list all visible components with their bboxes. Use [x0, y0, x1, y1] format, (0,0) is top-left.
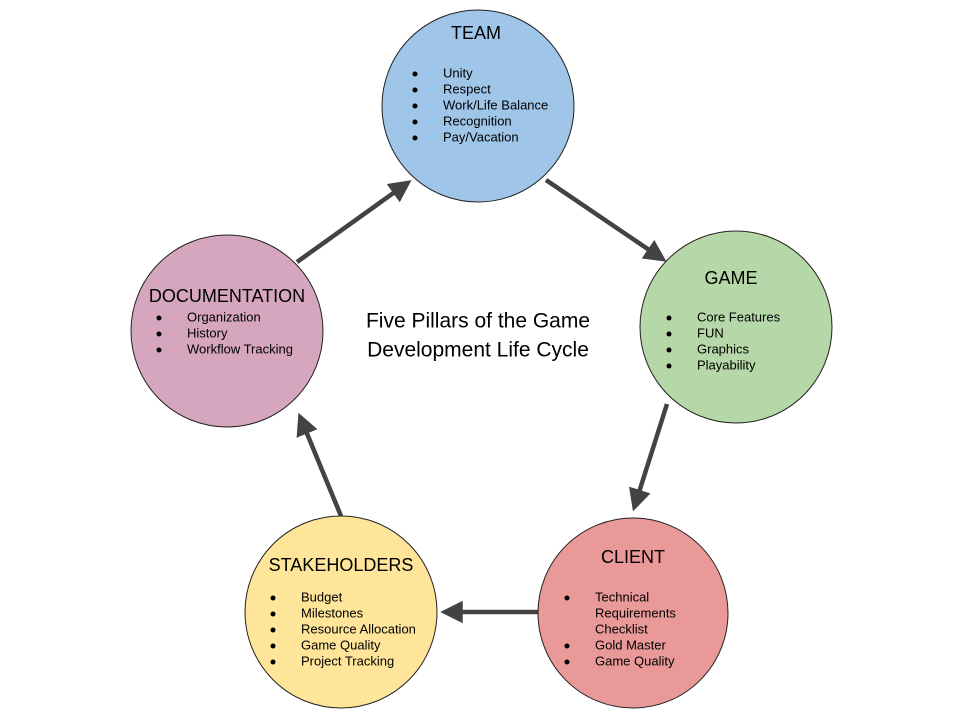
list-item: Budget: [301, 589, 343, 604]
bullet: [412, 71, 418, 77]
documentation-list: Organization History Workflow Tracking: [156, 309, 293, 356]
stakeholders-list: Budget Milestones Resource Allocation Ga…: [270, 589, 416, 668]
team-title: TEAM: [451, 23, 501, 43]
list-item: Technical: [595, 589, 649, 604]
bullet: [412, 87, 418, 93]
pillar-documentation: DOCUMENTATION Organization History Workf…: [130, 234, 324, 428]
center-title-line1: Five Pillars of the Game: [366, 310, 590, 333]
bullet: [412, 135, 418, 141]
bullet: [156, 347, 162, 353]
stakeholders-circle: [244, 515, 438, 709]
game-list: Core Features FUN Graphics Playability: [666, 309, 781, 372]
list-item: Recognition: [443, 113, 512, 128]
bullet: [412, 103, 418, 109]
list-item: Project Tracking: [301, 653, 394, 668]
list-item-continuation: Checklist: [595, 621, 648, 636]
list-item: Graphics: [697, 341, 750, 356]
bullet: [156, 331, 162, 337]
list-item: Pay/Vacation: [443, 129, 519, 144]
bullet: [564, 659, 570, 665]
bullet: [666, 347, 672, 353]
arrow-game-to-client: [629, 403, 670, 512]
list-item: Organization: [187, 309, 261, 324]
list-item: Work/Life Balance: [443, 97, 548, 112]
list-item: FUN: [697, 325, 724, 340]
bullet: [412, 119, 418, 125]
documentation-circle: [130, 234, 324, 428]
stakeholders-title: STAKEHOLDERS: [269, 555, 414, 575]
list-item-continuation: Requirements: [595, 605, 676, 620]
bullet: [564, 643, 570, 649]
list-item: Unity: [443, 65, 473, 80]
client-list: Technical Requirements Checklist Gold Ma…: [564, 589, 676, 668]
bullet: [564, 595, 570, 601]
bullet: [270, 659, 276, 665]
bullet: [270, 627, 276, 633]
bullet: [270, 643, 276, 649]
team-circle: [381, 9, 575, 203]
bullet: [270, 611, 276, 617]
list-item: Resource Allocation: [301, 621, 416, 636]
bullet: [156, 315, 162, 321]
arrow-stakeholders-to-documentation: [296, 412, 344, 517]
list-item: Playability: [697, 357, 756, 372]
client-title: CLIENT: [601, 547, 665, 567]
list-item: Game Quality: [301, 637, 381, 652]
arrow-documentation-to-team: [295, 180, 412, 264]
bullet: [666, 363, 672, 369]
pillar-team: TEAM Unity Respect Work/Life Balance Rec…: [381, 9, 575, 203]
pillar-game: GAME Core Features FUN Graphics Playabil…: [639, 230, 833, 424]
team-list: Unity Respect Work/Life Balance Recognit…: [412, 65, 548, 144]
center-title-line2: Development Life Cycle: [367, 339, 589, 362]
list-item: Gold Master: [595, 637, 666, 652]
list-item: History: [187, 325, 228, 340]
list-item: Milestones: [301, 605, 364, 620]
bullet: [666, 315, 672, 321]
documentation-title: DOCUMENTATION: [149, 286, 305, 306]
pillar-client: CLIENT Technical Requirements Checklist …: [537, 517, 729, 709]
pillar-stakeholders: STAKEHOLDERS Budget Milestones Resource …: [244, 515, 438, 709]
list-item: Workflow Tracking: [187, 341, 293, 356]
game-circle: [639, 230, 833, 424]
game-title: GAME: [704, 268, 757, 288]
client-circle: [537, 517, 729, 709]
bullet: [270, 595, 276, 601]
bullet: [666, 331, 672, 337]
list-item: Respect: [443, 81, 491, 96]
arrow-team-to-game: [544, 178, 667, 262]
list-item: Core Features: [697, 309, 781, 324]
list-item: Game Quality: [595, 653, 675, 668]
